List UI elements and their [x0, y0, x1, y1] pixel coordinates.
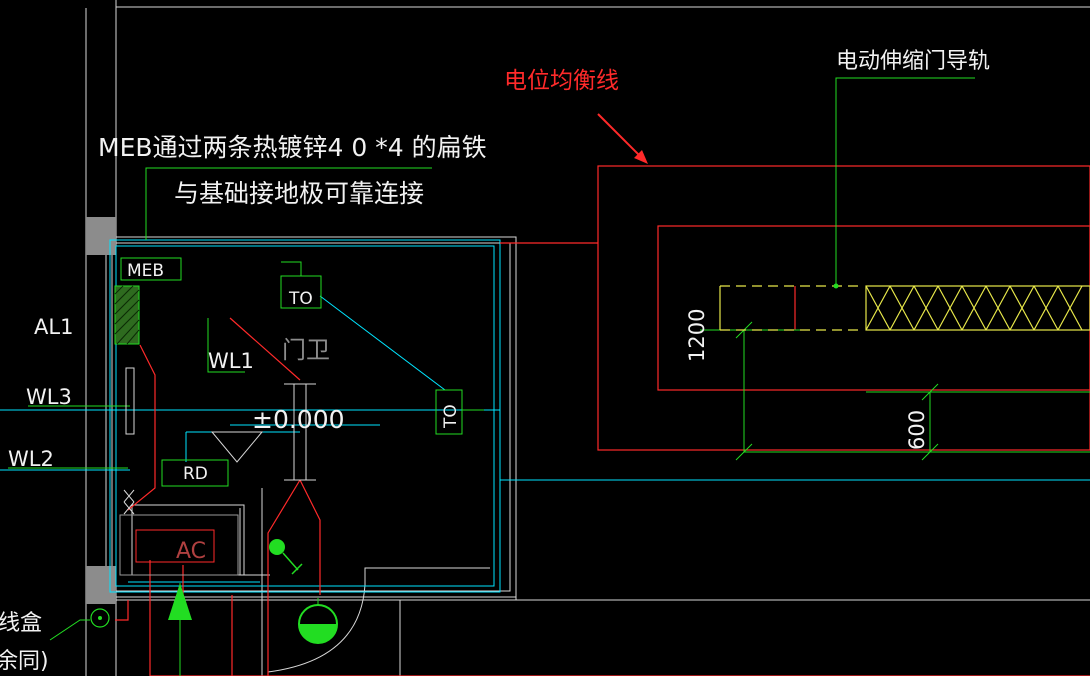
to-outlet-right-box[interactable] — [435, 389, 463, 435]
wl3-conduit — [125, 367, 135, 435]
dimension-1200: 1200 — [685, 309, 709, 362]
rd-box[interactable] — [161, 459, 229, 487]
green-leaders — [8, 77, 1090, 641]
wall-column-bottom — [86, 566, 116, 604]
ac-enclosure — [119, 514, 239, 576]
to-top-label: TO — [288, 289, 313, 309]
gate-rail-node — [833, 283, 839, 289]
red-wiring — [115, 165, 1090, 676]
cable-cross-symbol — [123, 489, 135, 515]
room-name: 门卫 — [282, 336, 330, 364]
wall-switch-symbol[interactable] — [269, 539, 303, 575]
meb-note-line1: MEB通过两条热镀锌4 0 *4 的扁铁 — [98, 133, 487, 162]
al1-panel-hatch — [114, 285, 140, 345]
ac-unit[interactable] — [135, 529, 215, 563]
dimension-600: 600 — [905, 410, 929, 450]
wl1-label: WL1 — [208, 349, 254, 373]
junction-box-symbol[interactable] — [90, 608, 110, 628]
meb-label: MEB — [127, 261, 164, 281]
to-top-lead — [281, 261, 302, 276]
equipotential-label: 电位均衡线 — [504, 68, 619, 94]
rd-label: RD — [183, 464, 208, 484]
gate-rail[interactable] — [719, 285, 1090, 331]
junction-box-note: 余同) — [0, 649, 49, 674]
wall-column-top — [86, 217, 116, 255]
ac-label: AC — [176, 539, 206, 564]
al1-panel[interactable] — [114, 285, 140, 345]
ceiling-lamp-symbol[interactable] — [298, 598, 338, 644]
wl2-label: WL2 — [8, 447, 54, 471]
building-walls — [85, 0, 1090, 676]
junction-box-label: 线盒 — [0, 611, 42, 636]
meb-box[interactable] — [120, 257, 182, 281]
gate-rail-label: 电动伸缩门导轨 — [836, 49, 990, 74]
al1-label: AL1 — [34, 315, 73, 339]
meb-note-line2: 与基础接地极可靠连接 — [174, 179, 424, 208]
wl3-label: WL3 — [26, 385, 72, 409]
cyan-wiring — [0, 239, 1090, 593]
elevation-label: ±0.000 — [252, 405, 345, 434]
equipotential-arrow — [597, 113, 648, 164]
elevation-marker — [210, 383, 316, 481]
to-right-label: TO — [441, 404, 461, 429]
